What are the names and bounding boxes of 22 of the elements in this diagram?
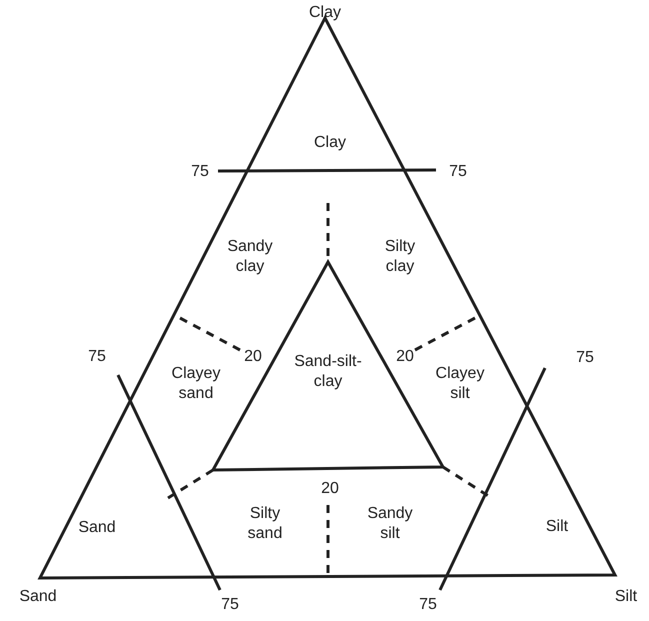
percent-label: 75 [576, 348, 594, 368]
percent-label: 75 [449, 162, 467, 182]
corner-label: Silt [614, 587, 638, 607]
region-label: Silty sand [246, 504, 284, 544]
percent-label: 75 [88, 347, 106, 367]
region-label: Sand-silt-clay [293, 352, 363, 392]
percent-label: 20 [321, 479, 339, 499]
corner-label: Sand [19, 587, 57, 607]
region-label: Clayey sand [170, 364, 222, 404]
percent-label: 20 [244, 347, 262, 367]
region-label: Sandy silt [366, 504, 414, 544]
percent-label: 75 [419, 595, 437, 615]
region-label: Sandy clay [226, 237, 274, 277]
percent-label: 20 [396, 347, 414, 367]
corner-label: Clay [309, 3, 341, 23]
region-label: Sand [78, 518, 116, 538]
percent-label: 75 [221, 595, 239, 615]
region-label: Clayey silt [434, 364, 486, 404]
region-label: Silty clay [384, 237, 416, 277]
region-label: Clay [314, 133, 346, 153]
percent-label: 75 [191, 162, 209, 182]
region-label: Silt [546, 517, 568, 537]
